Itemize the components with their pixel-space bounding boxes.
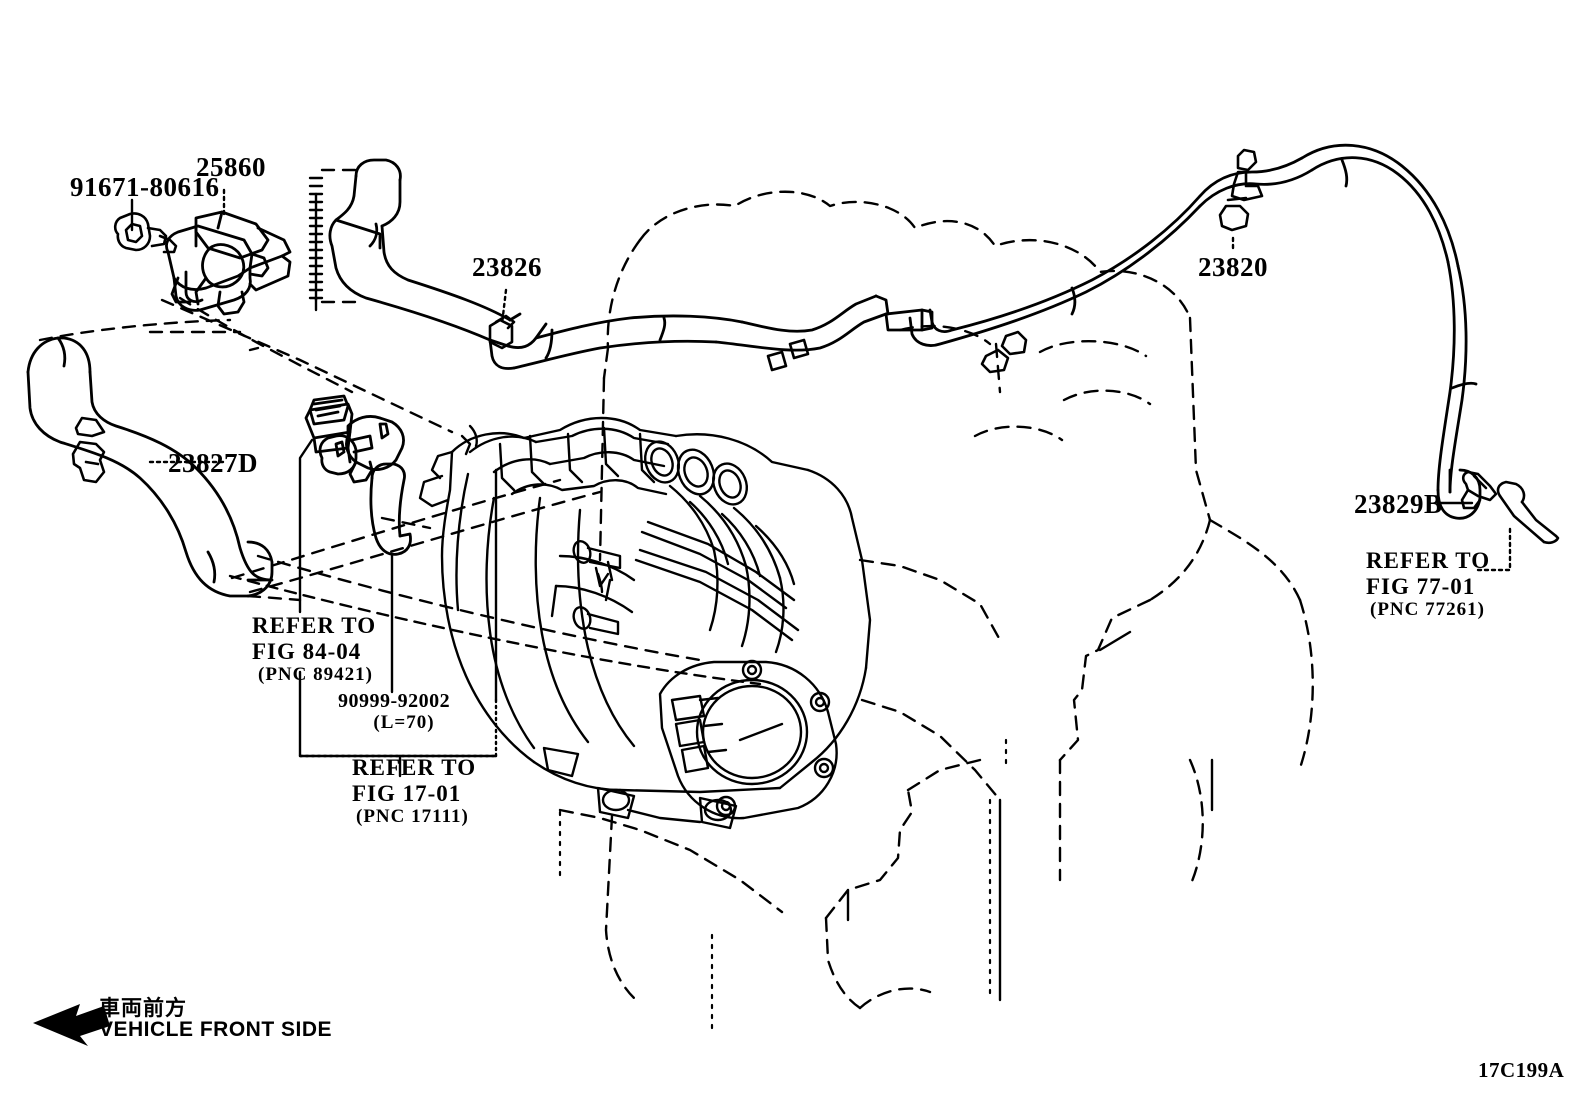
engine-solid-edges: [846, 630, 1214, 1002]
refer-77-01-line1: REFER TO: [1366, 548, 1491, 573]
hose-clamp: [488, 314, 516, 350]
leader-lines: [130, 188, 1512, 778]
label-hose-23826: 23826: [472, 252, 542, 282]
refer-84-04-pnc: (PNC 89421): [258, 664, 373, 685]
hose-23826: [328, 158, 934, 370]
label-clip-23829b: 23829B: [1354, 489, 1443, 519]
label-valve-25860: 25860: [196, 152, 266, 182]
refer-17-01-line1: REFER TO: [352, 755, 477, 780]
assembly-dashed-guides: [38, 168, 702, 662]
purge-valve-25860: [165, 210, 292, 316]
hose-clamp: [71, 416, 106, 484]
front-direction-arrow: [33, 1004, 110, 1046]
engine-phantom-outline: [558, 190, 1314, 1010]
refer-17-01-line2: FIG 17-01: [352, 781, 462, 806]
intake-manifold-17111: [418, 416, 872, 830]
tube-90999-length: (L=70): [373, 712, 435, 733]
refer-84-04-line1: REFER TO: [252, 613, 377, 638]
bolt-91671-80616: [113, 212, 178, 254]
clip-23829b: [1460, 470, 1498, 510]
refer-17-01-pnc: (PNC 17111): [356, 806, 469, 827]
refer-84-04-line2: FIG 84-04: [252, 639, 362, 664]
hose-clamp: [980, 330, 1028, 374]
hose-clamp: [766, 338, 810, 372]
tube-90999-number: 90999-92002: [338, 690, 451, 712]
refer-77-01-pnc: (PNC 77261): [1370, 599, 1485, 620]
hose-23827d: [26, 336, 274, 598]
label-bolt-91671-80616: 91671-80616: [70, 172, 220, 202]
label-hose-23827d: 23827D: [168, 448, 258, 478]
fuel-tube-77261: [1496, 480, 1560, 545]
hose-23820: [908, 143, 1482, 520]
vehicle-front-en: VEHICLE FRONT SIDE: [99, 1018, 333, 1041]
engine-hatch-guides: [558, 738, 1008, 1032]
figure-code: 17C199A: [1478, 1058, 1565, 1082]
tube-90999-92002: [369, 462, 412, 556]
refer-77-01-line2: FIG 77-01: [1366, 574, 1476, 599]
assembly-marker: [308, 176, 324, 312]
hose-clamp: [1218, 148, 1264, 232]
vehicle-front-jp: 車両前方: [99, 996, 187, 1020]
map-sensor: [304, 394, 405, 484]
label-hose-23820: 23820: [1198, 252, 1268, 282]
section-line: [228, 574, 762, 686]
